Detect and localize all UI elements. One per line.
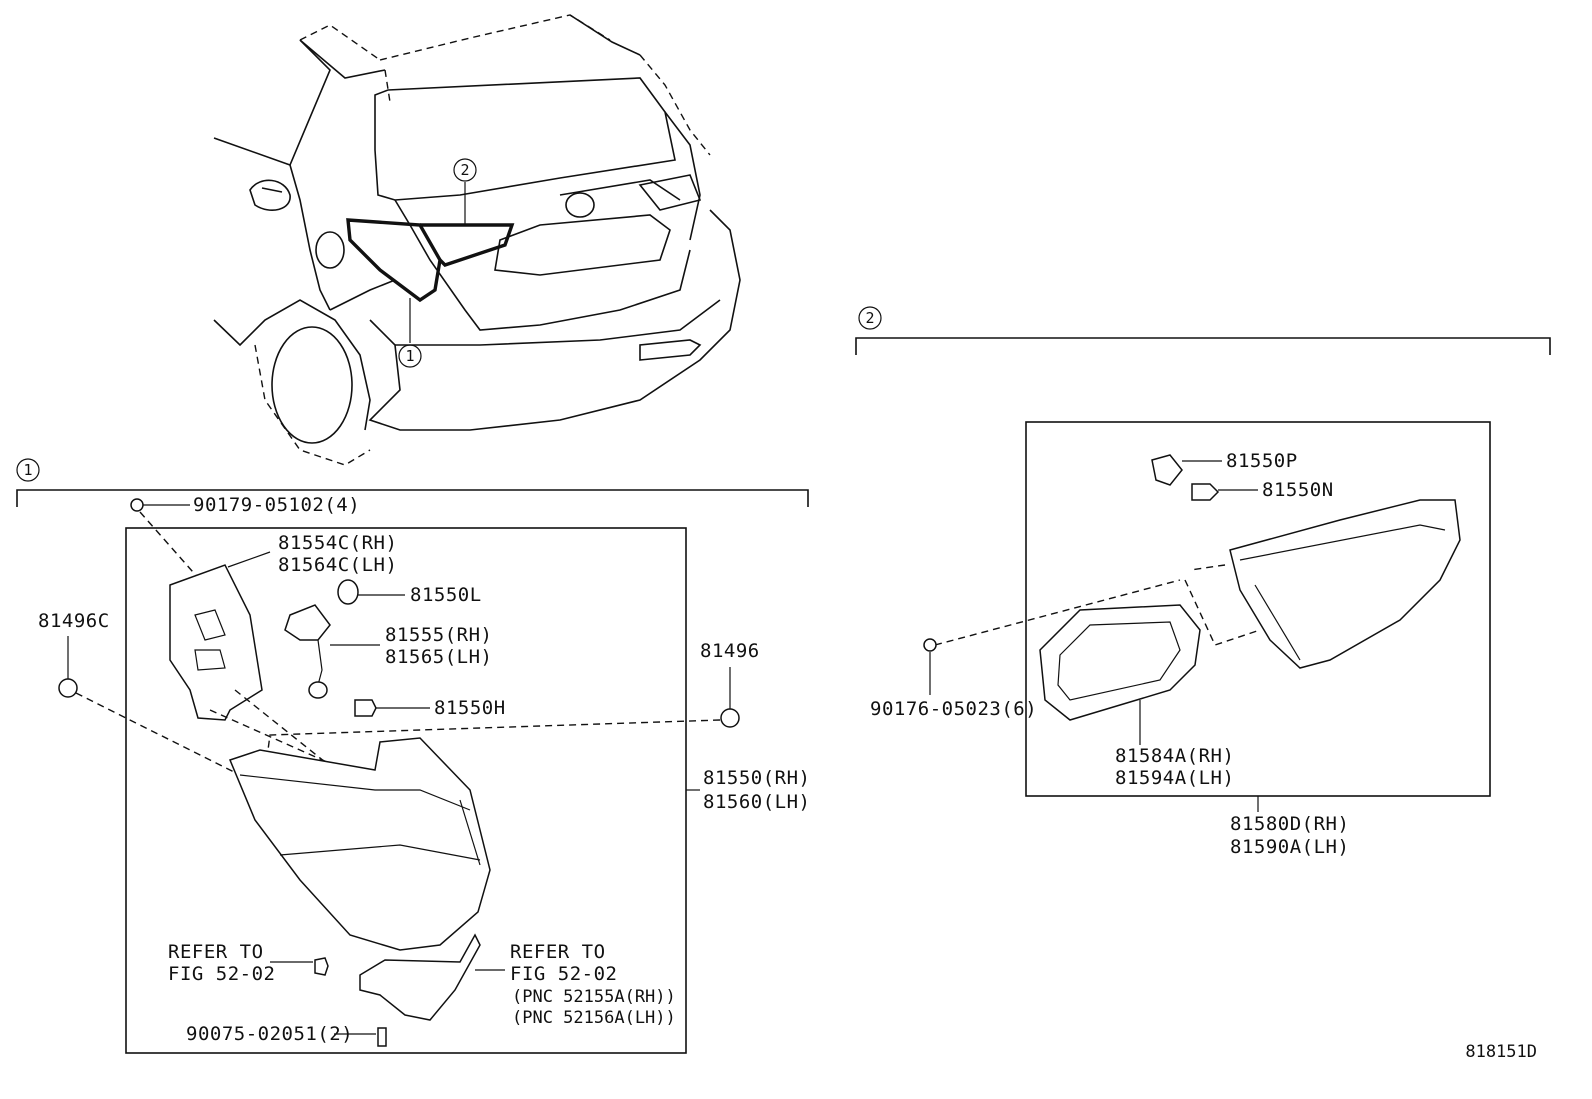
cushion-left-icon — [58, 678, 78, 698]
gasket-lh-part-number: 81594A(LH) — [1115, 767, 1234, 789]
group-2-inner-lamp-assembly: 2 81550P 81550N 90176-05023(6) 81584A(RH… — [855, 306, 1551, 858]
screw-icon — [314, 957, 329, 976]
group-1-bracket — [16, 489, 809, 507]
callout-1-marker: 1 — [405, 347, 414, 365]
refer-left-line-1: REFER TO — [168, 941, 264, 963]
cushion-left-part-number: 81496C — [38, 610, 110, 632]
cushion-right-part-number: 81496 — [700, 640, 760, 662]
group-1-callout: 1 — [23, 461, 32, 479]
cushion-right-icon — [720, 708, 740, 728]
vehicle-rear-view: 2 1 — [213, 14, 741, 466]
group-1-tail-lamp-assembly: 1 90179-05102(4) 81554C(RH) 81564C(LH) 8… — [16, 458, 810, 1054]
socket-cover-lh-part-number: 81564C(LH) — [278, 554, 397, 576]
clip-icon — [130, 498, 144, 512]
bulb-p-part-number: 81550P — [1226, 450, 1298, 472]
pnc-rh-reference: (PNC 52155A(RH)) — [512, 987, 676, 1007]
inner-lamp-icon — [1229, 499, 1461, 669]
screw-bottom-icon — [377, 1027, 387, 1047]
lamp-rh-part-number: 81550(RH) — [703, 767, 810, 789]
gasket-rh-part-number: 81584A(RH) — [1115, 745, 1234, 767]
refer-left-line-2: FIG 52-02 — [168, 963, 275, 985]
inner-lamp-rh-part-number: 81580D(RH) — [1230, 813, 1349, 835]
socket-rh-part-number: 81555(RH) — [385, 624, 492, 646]
clip-group-2-part-number: 90176-05023(6) — [870, 698, 1037, 720]
bulb-n-icon — [1191, 483, 1220, 501]
bulb-h-part-number: 81550H — [434, 697, 506, 719]
bulb-n-part-number: 81550N — [1262, 479, 1334, 501]
figure-code: 818151D — [1465, 1042, 1537, 1062]
bulb-h-icon — [354, 699, 377, 717]
refer-right-line-2: FIG 52-02 — [510, 963, 617, 985]
bulb-l-part-number: 81550L — [410, 584, 482, 606]
gasket-icon — [1039, 604, 1201, 721]
group-2-callout: 2 — [865, 309, 874, 327]
socket-icon — [284, 604, 331, 641]
inner-lamp-lh-part-number: 81590A(LH) — [1230, 836, 1349, 858]
socket-cover-icon — [169, 564, 263, 721]
bulb-l-icon — [337, 579, 359, 605]
clip-group-2-icon — [923, 638, 937, 652]
pnc-lh-reference: (PNC 52156A(LH)) — [512, 1008, 676, 1028]
lamp-lh-part-number: 81560(LH) — [703, 791, 810, 813]
refer-right-line-1: REFER TO — [510, 941, 606, 963]
bulb-p-icon — [1151, 454, 1183, 486]
socket-cover-rh-part-number: 81554C(RH) — [278, 532, 397, 554]
screw-part-number: 90075-02051(2) — [186, 1023, 353, 1045]
rear-combination-lamp-icon — [228, 737, 491, 951]
clip-part-number: 90179-05102(4) — [193, 494, 360, 516]
callout-2-marker: 2 — [460, 161, 469, 179]
group-2-bracket — [855, 337, 1551, 355]
socket-lh-part-number: 81565(LH) — [385, 646, 492, 668]
bracket-icon — [359, 933, 481, 1021]
